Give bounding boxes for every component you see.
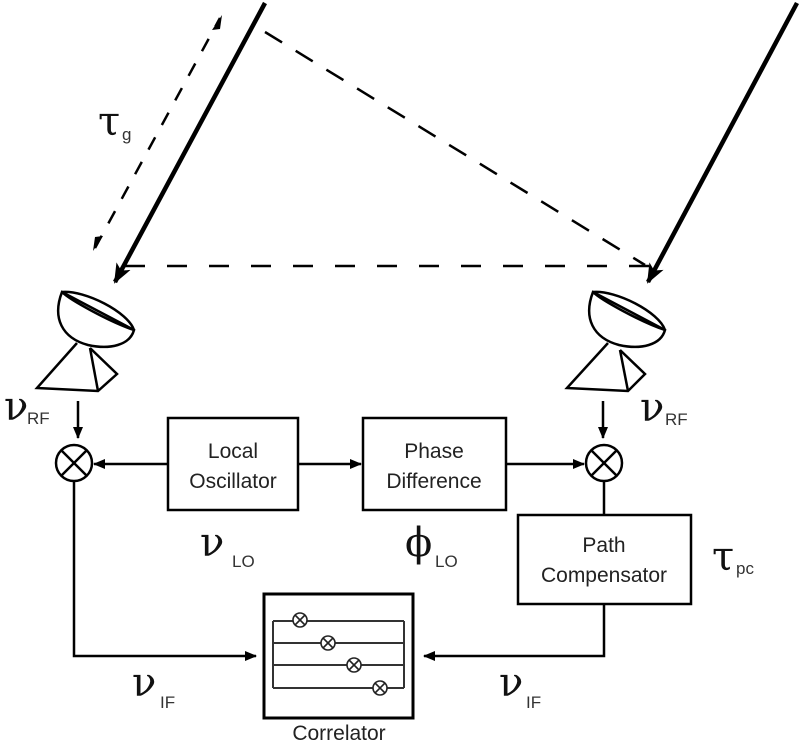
path-compensator-box: [516, 513, 693, 606]
dish-antenna-icon-right: [564, 290, 667, 393]
phase-difference-box: [361, 416, 508, 512]
local-oscillator-box: [166, 416, 300, 512]
path-compensator-label-line2: Compensator: [541, 564, 667, 587]
dish-antenna-icon-left: [34, 290, 136, 393]
multiplier-icon-3: [346, 657, 362, 673]
signal-ray-right: [646, 1, 799, 284]
local-oscillator-label-line2: Oscillator: [189, 470, 277, 493]
geometric-delay-arrowhead-top: [212, 15, 222, 30]
nu-rf-left-subscript: RF: [27, 409, 50, 428]
nu-if-right-label: ν: [499, 660, 523, 706]
mixer-icon-right: [584, 443, 624, 483]
multiplier-icon-1: [292, 612, 308, 628]
tau-pc-label: τ: [712, 534, 734, 580]
wavefront-line: [264, 30, 646, 267]
mixer-icon-left: [54, 443, 94, 483]
if-path-left: [72, 481, 257, 661]
phase-difference-label-line1: Phase: [404, 440, 464, 463]
tau-g-label: τ: [98, 99, 120, 145]
nu-rf-left-label: ν: [4, 384, 28, 430]
correlator-box: [262, 592, 415, 720]
tau-pc-subscript: pc: [736, 559, 754, 578]
nu-rf-right-subscript: RF: [665, 410, 688, 429]
nu-lo-subscript: LO: [232, 552, 255, 571]
signal-ray-left: [113, 1, 267, 284]
local-oscillator-label-line1: Local: [208, 440, 258, 463]
tau-g-subscript: g: [122, 125, 131, 144]
if-path-right: [423, 604, 606, 661]
nu-rf-right-label: ν: [640, 385, 664, 431]
geometric-delay-arrowhead-bottom: [93, 236, 103, 251]
phi-lo-subscript: LO: [435, 552, 458, 571]
nu-if-left-label: ν: [132, 660, 156, 706]
multiplier-icon-2: [320, 635, 336, 651]
multiplier-icon-4: [372, 680, 388, 696]
phi-lo-label: ϕ: [405, 520, 432, 566]
path-compensator-label-line1: Path: [582, 534, 625, 557]
nu-if-right-subscript: IF: [526, 693, 541, 712]
nu-lo-label: ν: [200, 520, 224, 566]
nu-if-left-subscript: IF: [160, 693, 175, 712]
correlator-label: Correlator: [292, 722, 385, 744]
phase-difference-label-line2: Difference: [386, 470, 481, 493]
